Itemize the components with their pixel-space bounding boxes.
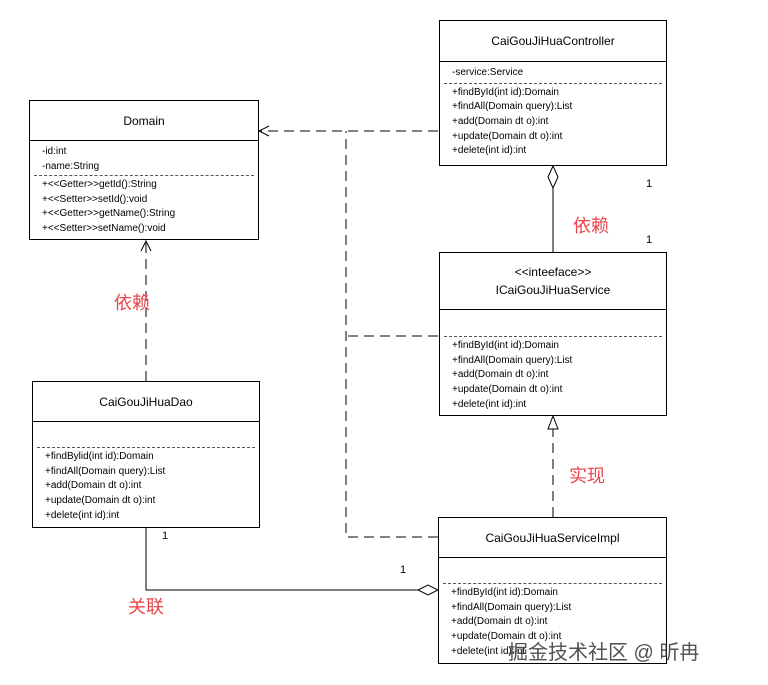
label-realization: 实现: [569, 466, 605, 486]
watermark: 掘金技术社区 @ 昕冉: [508, 642, 700, 664]
class-controller-header: CaiGouJiHuaController: [440, 21, 666, 62]
operation: +add(Domain dt o):int: [452, 115, 549, 127]
divider: [444, 82, 662, 84]
operation: +findBylid(int id):Domain: [45, 451, 154, 462]
label-association: 关联: [128, 597, 164, 617]
attribute: -service:Service: [452, 67, 524, 78]
operation: +<<Setter>>setId():void: [42, 193, 148, 205]
aggregation-diamond-impl: [416, 584, 440, 596]
operation: +delete(int id):int: [45, 509, 120, 521]
class-dao-operations: +findBylid(int id):Domain +findAll(Domai…: [33, 448, 259, 524]
multiplicity-controller: 1: [646, 178, 653, 190]
multiplicity-dao: 1: [162, 530, 169, 542]
class-dao-attributes: [33, 422, 259, 447]
operation: +delete(int id):int: [452, 145, 527, 157]
divider: [444, 336, 662, 337]
operation: +<<Getter>>getName():String: [42, 208, 176, 220]
class-domain-name: Domain: [123, 113, 165, 128]
association-line-dao-impl: [145, 528, 418, 591]
class-impl-attributes: [439, 558, 666, 583]
multiplicity-impl: 1: [400, 564, 407, 576]
operation: +<<Getter>>getId():String: [42, 179, 157, 190]
aggregation-diamond-controller: [547, 164, 559, 190]
operation: +delete(int id):int: [451, 645, 526, 657]
operation: +update(Domain dt o):int: [452, 130, 563, 142]
operation: +update(Domain dt o):int: [451, 631, 562, 643]
class-service: <<inteeface>> ICaiGouJiHuaService +findB…: [439, 252, 667, 416]
class-dao: CaiGouJiHuaDao +findBylid(int id):Domain…: [32, 381, 260, 528]
dependency-line-impl-trunk: [345, 131, 438, 538]
class-service-attributes: [440, 310, 666, 336]
operation: +add(Domain dt o):int: [452, 369, 549, 381]
operation: +findAll(Domain query):List: [452, 354, 573, 366]
operation: +findAll(Domain query):List: [452, 101, 573, 113]
operation: +add(Domain dt o):int: [45, 480, 142, 492]
label-dependency-dao: 依赖: [114, 293, 150, 313]
operation: +delete(int id):int: [452, 398, 527, 410]
class-domain-operations: +<<Getter>>getId():String +<<Setter>>set…: [30, 176, 258, 237]
class-domain: Domain -id:int -name:String +<<Getter>>g…: [29, 100, 259, 240]
class-impl-name: CaiGouJiHuaServiceImpl: [485, 530, 620, 545]
class-dao-header: CaiGouJiHuaDao: [33, 382, 259, 422]
class-impl: CaiGouJiHuaServiceImpl +findById(int id)…: [438, 517, 667, 664]
class-service-name: ICaiGouJiHuaService: [495, 283, 611, 297]
operation: +findAll(Domain query):List: [45, 465, 166, 477]
operation: +<<Setter>>setName():void: [42, 223, 166, 235]
multiplicity-service: 1: [646, 234, 653, 246]
divider: [443, 583, 662, 584]
operation: +findAll(Domain query):List: [451, 601, 572, 613]
operation: +update(Domain dt o):int: [45, 495, 156, 507]
divider: [34, 175, 254, 176]
class-controller-name: CaiGouJiHuaController: [491, 34, 615, 48]
attribute: -id:int: [42, 146, 67, 157]
class-impl-operations: +findById(int id):Domain +findAll(Domain…: [439, 584, 666, 660]
operation: +findById(int id):Domain: [451, 587, 558, 598]
operation: +findById(int id):Domain: [452, 340, 559, 351]
class-controller: CaiGouJiHuaController -service:Service +…: [439, 20, 667, 166]
label-dependency-controller: 依赖: [573, 216, 609, 236]
class-service-header: <<inteeface>> ICaiGouJiHuaService: [440, 253, 666, 310]
operation: +add(Domain dt o):int: [451, 616, 548, 628]
class-impl-header: CaiGouJiHuaServiceImpl: [439, 518, 666, 558]
class-controller-operations: +findById(int id):Domain +findAll(Domain…: [440, 84, 666, 160]
class-service-stereotype: <<inteeface>>: [514, 265, 592, 279]
operation: +findById(int id):Domain: [452, 86, 559, 98]
class-domain-attributes: -id:int -name:String: [30, 141, 258, 174]
class-dao-name: CaiGouJiHuaDao: [99, 394, 193, 409]
attribute: -name:String: [42, 160, 100, 172]
realization-triangle: [547, 414, 559, 430]
class-service-operations: +findById(int id):Domain +findAll(Domain…: [440, 337, 666, 413]
divider: [37, 447, 255, 448]
class-domain-header: Domain: [30, 101, 258, 141]
operation: +update(Domain dt o):int: [452, 384, 563, 396]
class-controller-attributes: -service:Service: [440, 62, 666, 81]
